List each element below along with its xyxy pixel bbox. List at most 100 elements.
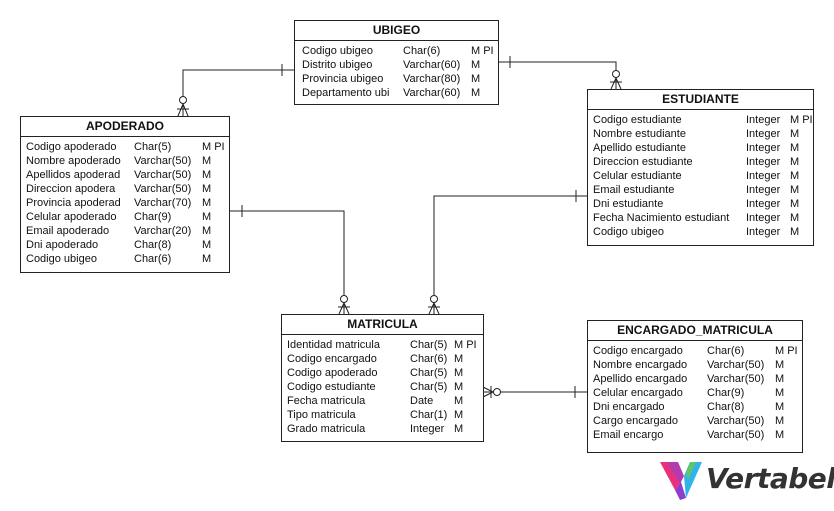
column-flags: M (790, 142, 800, 154)
column-type: Char(6) (403, 45, 441, 57)
column-name: Nombre encargado (593, 359, 688, 371)
column-type: Integer (410, 423, 445, 435)
column-type: Varchar(50) (707, 359, 765, 371)
column-flags: M (202, 239, 212, 251)
column-type: Char(5) (410, 381, 448, 393)
column-name: Email encargo (593, 429, 664, 441)
column-name: Departamento ubi (302, 87, 390, 99)
column-name: Codigo apoderado (287, 367, 378, 379)
column-flags: M PI (790, 114, 813, 126)
column-flags: M (790, 128, 800, 140)
column-type: Integer (746, 212, 781, 224)
column-name: Codigo encargado (287, 353, 377, 365)
column-type: Char(8) (707, 401, 745, 413)
column-flags: M (454, 395, 464, 407)
column-name: Apellido estudiante (593, 142, 686, 154)
column-type: Char(9) (707, 387, 745, 399)
column-type: Char(5) (410, 367, 448, 379)
column-flags: M PI (775, 345, 798, 357)
column-type: Integer (746, 128, 781, 140)
vertabelo-wordmark: Vertabelo (706, 462, 834, 495)
column-type: Varchar(50) (134, 169, 192, 181)
column-name: Codigo ubigeo (593, 226, 664, 238)
column-row[interactable]: Nombre estudiante Integer M (593, 127, 813, 141)
column-name: Nombre estudiante (593, 128, 686, 140)
column-flags: M PI (202, 141, 225, 153)
column-type: Date (410, 395, 434, 407)
column-name: Celular estudiante (593, 170, 682, 182)
column-type: Varchar(50) (707, 415, 765, 427)
column-row[interactable]: Apellido estudiante Integer M (593, 141, 813, 155)
column-flags: M (454, 353, 464, 365)
column-name: Provincia apoderad (26, 197, 121, 209)
column-type: Varchar(60) (403, 87, 461, 99)
column-flags: M (790, 198, 800, 210)
column-type: Integer (746, 198, 781, 210)
column-flags: M (454, 423, 464, 435)
column-row[interactable]: Fecha matricula Date M (287, 394, 483, 408)
column-row[interactable]: Grado matricula Integer M (287, 422, 483, 436)
column-name: Email estudiante (593, 184, 675, 196)
column-name: Celular encargado (593, 387, 683, 399)
column-name: Direccion apodera (26, 183, 116, 195)
column-name: Celular apoderado (26, 211, 117, 223)
column-type: Char(5) (410, 339, 448, 351)
rel-estudiante-matricula (433, 195, 588, 314)
column-name: Fecha matricula (287, 395, 366, 407)
column-name: Nombre apoderado (26, 155, 121, 167)
column-flags: M (790, 170, 800, 182)
column-name: Provincia ubigeo (302, 73, 384, 85)
column-name: Grado matricula (287, 423, 366, 435)
column-flags: M (471, 73, 481, 85)
column-type: Integer (746, 142, 781, 154)
column-flags: M PI (471, 45, 494, 57)
table-header: MATRICULA (282, 315, 483, 335)
column-type: Integer (746, 184, 781, 196)
column-type: Varchar(50) (707, 429, 765, 441)
column-flags: M (202, 169, 212, 181)
rel-ubigeo-apoderado (182, 69, 294, 116)
